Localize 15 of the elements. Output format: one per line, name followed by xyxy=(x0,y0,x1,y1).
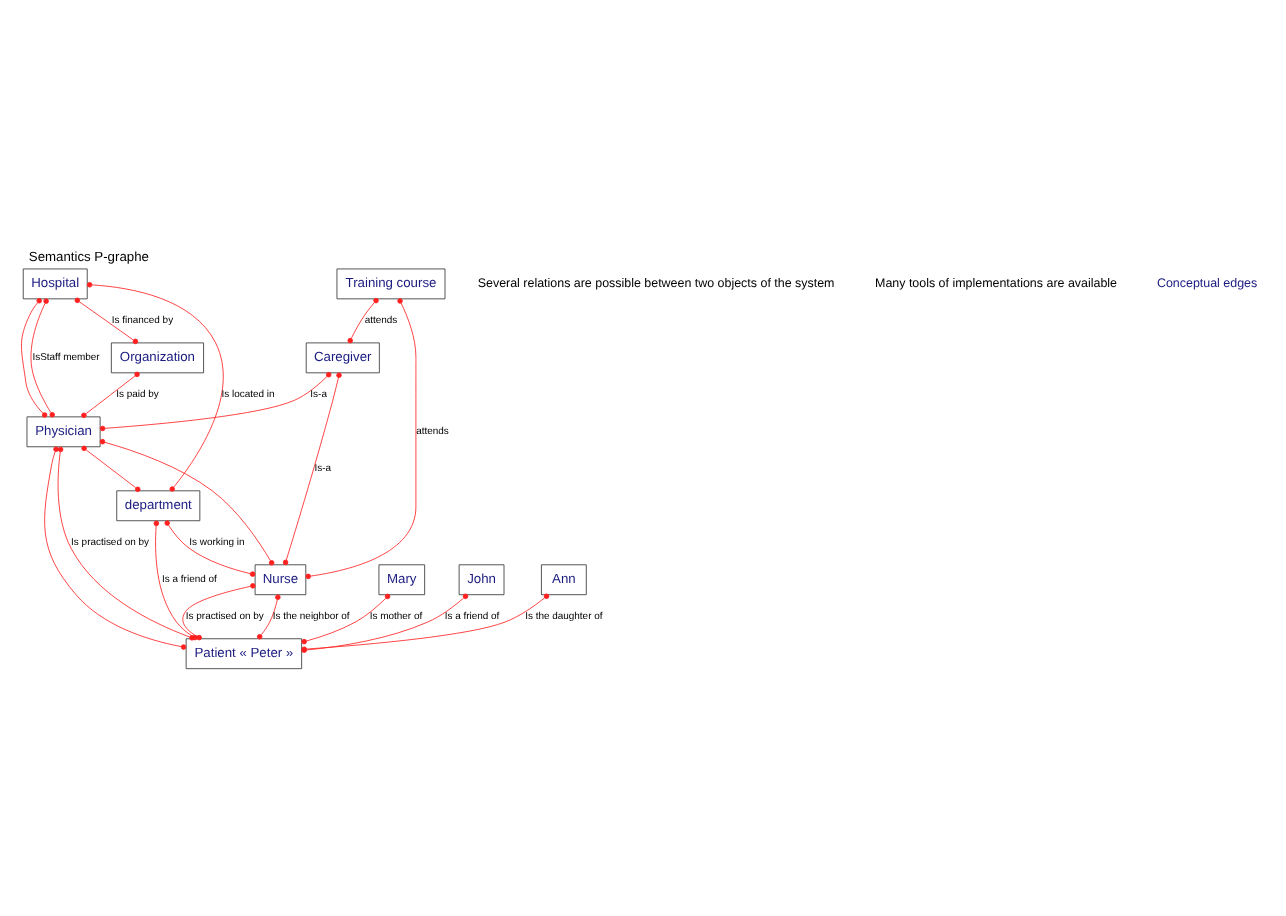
connector xyxy=(99,371,332,432)
connector xyxy=(99,438,275,566)
connector xyxy=(301,593,391,645)
connector xyxy=(81,445,141,493)
connector xyxy=(81,371,140,419)
connector xyxy=(164,520,256,577)
connector xyxy=(44,446,187,650)
connector xyxy=(74,297,139,345)
connector xyxy=(256,594,281,640)
connector xyxy=(305,298,417,580)
connector xyxy=(21,298,48,418)
connector xyxy=(86,282,224,492)
connector xyxy=(282,372,342,566)
connector xyxy=(347,297,379,344)
connector xyxy=(30,298,55,418)
